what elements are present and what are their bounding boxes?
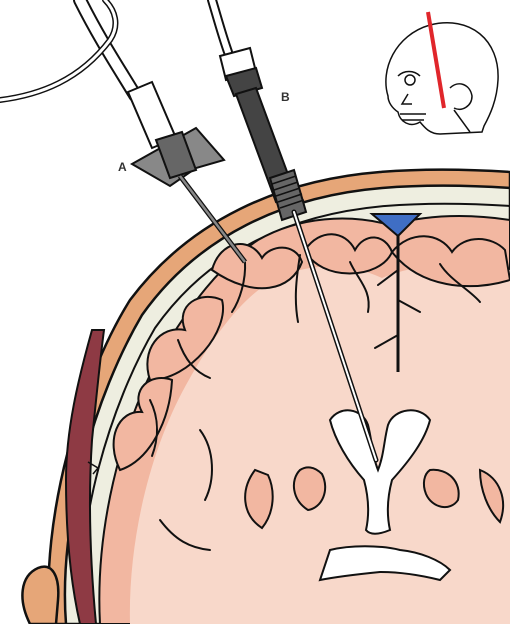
skull-outline-icon — [386, 12, 498, 134]
device-b-label: B — [281, 91, 290, 103]
device-a-label: A — [118, 161, 127, 173]
device-a — [0, 0, 245, 262]
ear — [22, 567, 58, 624]
